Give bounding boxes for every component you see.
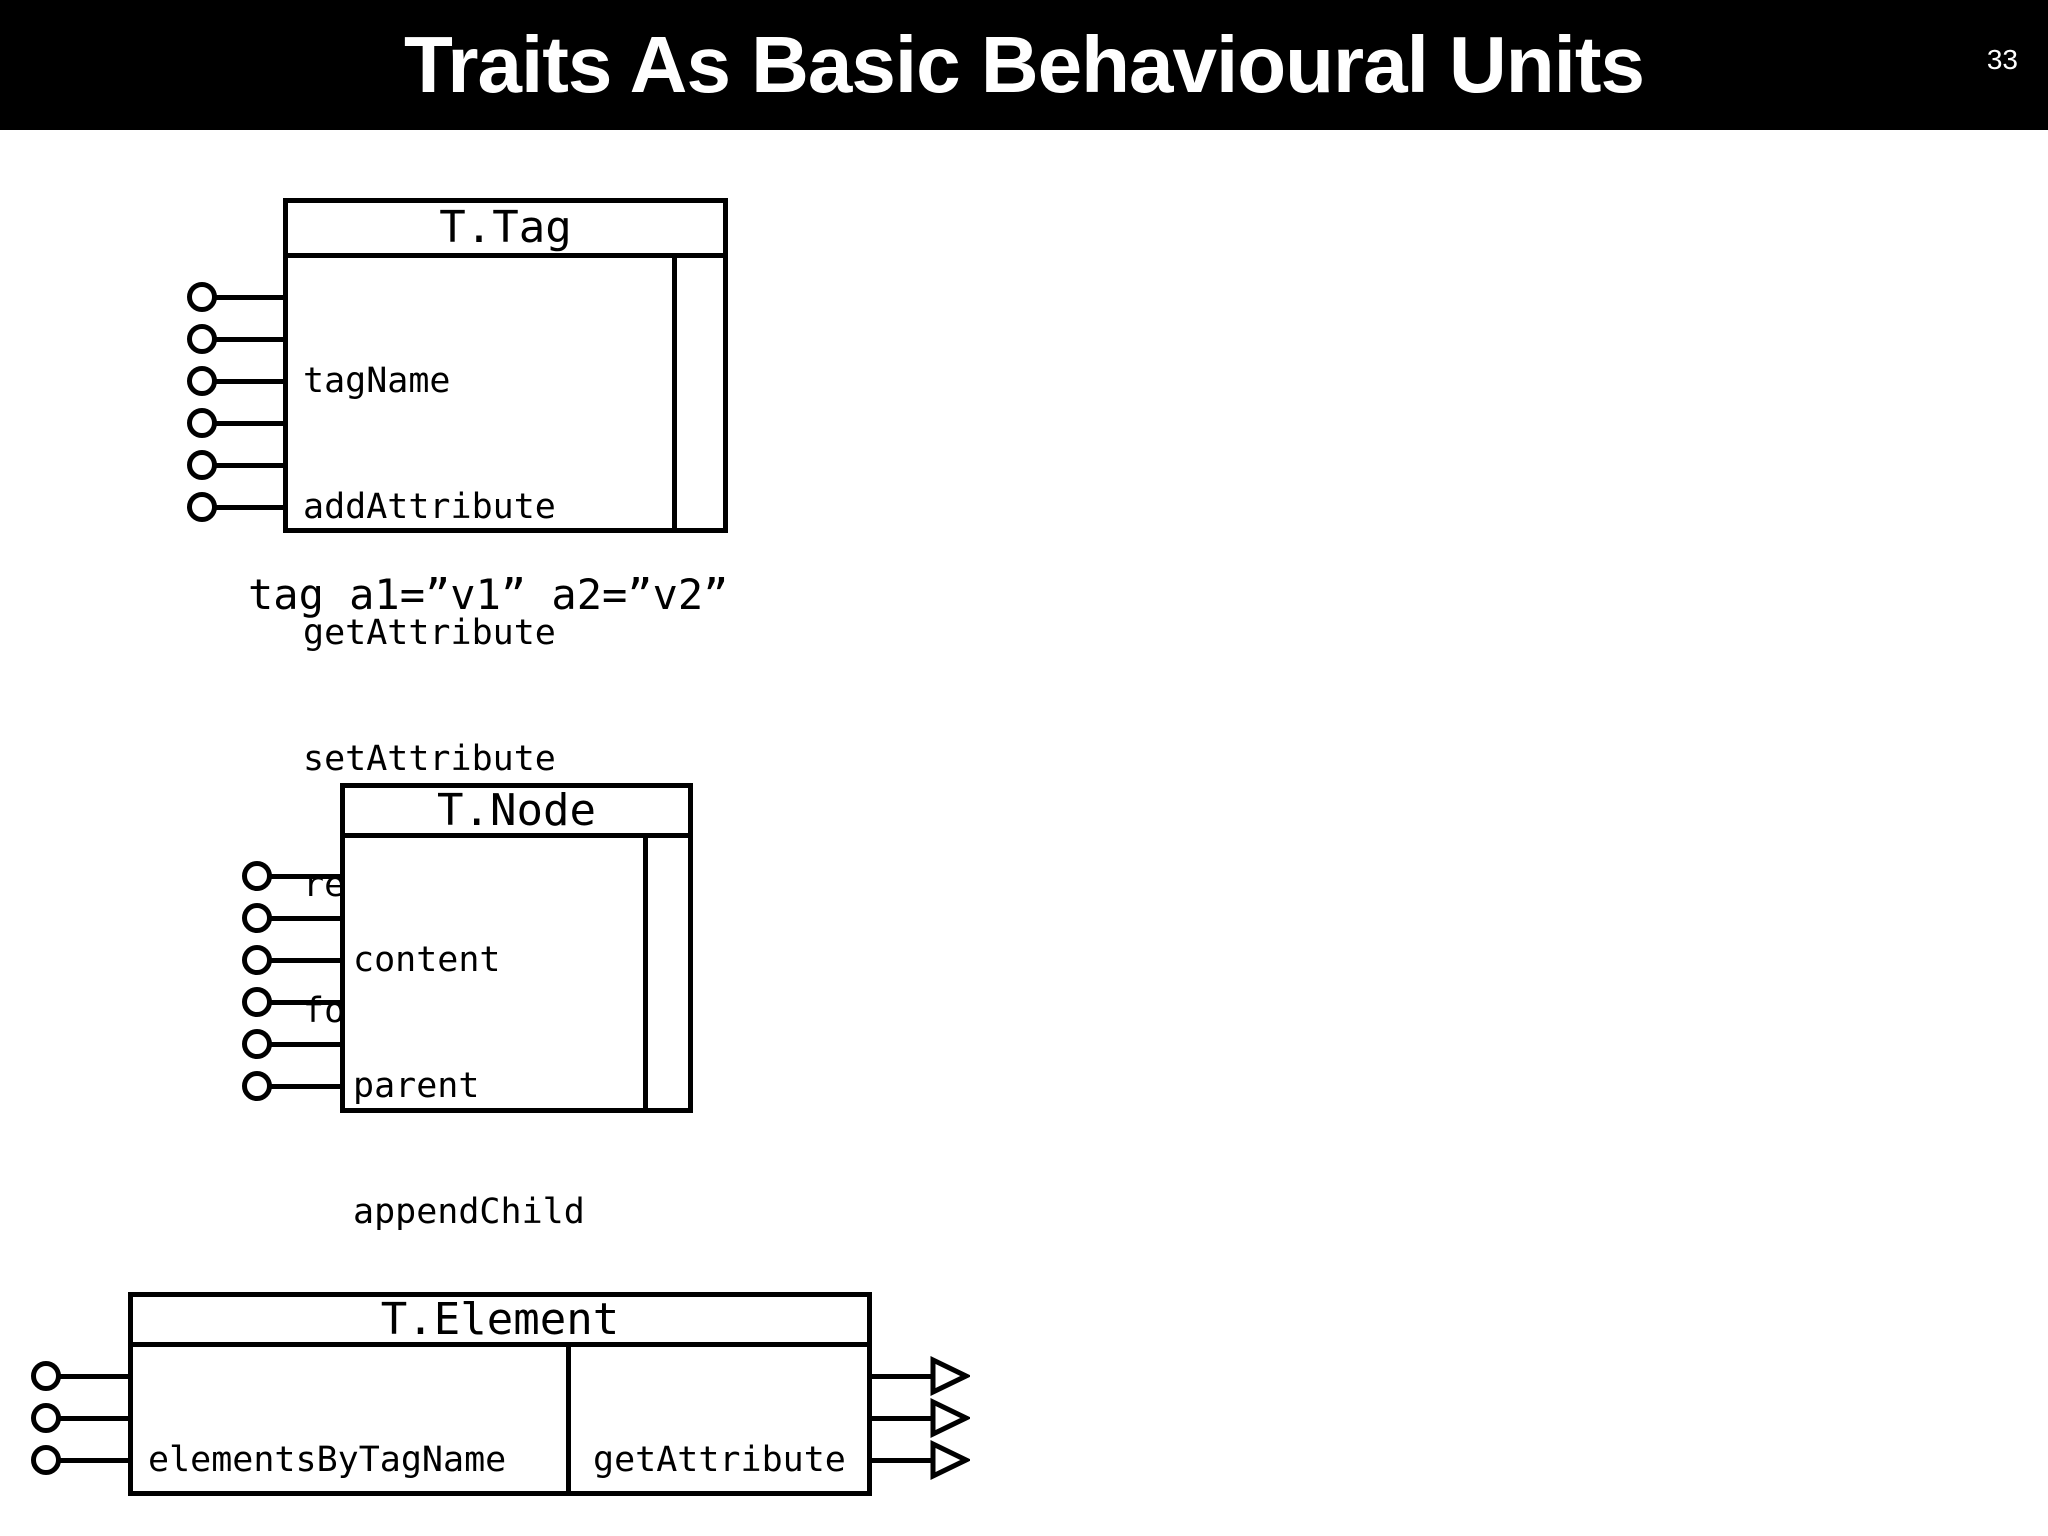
- socket-circle-icon: [187, 492, 217, 522]
- socket-circle-icon: [31, 1403, 61, 1433]
- socket-circle-icon: [242, 1071, 272, 1101]
- member-item: tagName: [303, 361, 451, 401]
- socket-circle-icon: [242, 861, 272, 891]
- member-item: getAttribute: [303, 613, 556, 653]
- socket-circle-icon: [187, 324, 217, 354]
- required-port-connector: [870, 1440, 970, 1480]
- socket-circle-icon: [242, 903, 272, 933]
- trait-title-t-tag: T.Tag: [288, 203, 723, 258]
- connector-line: [215, 378, 285, 384]
- connector-line: [270, 873, 342, 879]
- connector-line: [59, 1457, 130, 1463]
- required-column-divider: [672, 258, 723, 528]
- trait-box-t-tag: T.Tag tagName addAttribute getAttribute …: [283, 198, 728, 1031]
- provided-port-connector: [31, 1403, 130, 1433]
- trait-box-t-node: T.Node content parent appendChild replac…: [340, 783, 693, 1484]
- required-port-connector: [870, 1356, 970, 1396]
- member-item: content: [353, 940, 501, 980]
- connector-line: [215, 294, 285, 300]
- provided-port-connector: [242, 1029, 342, 1059]
- socket-circle-icon: [242, 945, 272, 975]
- trait-body-t-node: content parent appendChild replaceChild …: [345, 838, 688, 1484]
- provided-port-connector: [242, 861, 342, 891]
- connector-line: [59, 1415, 130, 1421]
- connector-line: [270, 915, 342, 921]
- connector-line: [215, 462, 285, 468]
- member-item: appendChild: [353, 1192, 585, 1232]
- connector-line: [270, 1083, 342, 1089]
- connector-line: [215, 420, 285, 426]
- trait-body-t-tag: tagName addAttribute getAttribute setAtt…: [288, 258, 723, 1031]
- socket-circle-icon: [242, 1029, 272, 1059]
- page-title: Traits As Basic Behavioural Units: [403, 20, 1645, 109]
- socket-circle-icon: [31, 1361, 61, 1391]
- connector-line: [270, 999, 342, 1005]
- member-list-t-node: content parent appendChild replaceChild …: [345, 838, 643, 1484]
- connector-line: [870, 1415, 932, 1421]
- provided-port-connector: [187, 324, 285, 354]
- required-member-list-t-element: getAttribute setAttribute walkChildren: [571, 1347, 867, 1491]
- arrow-right-icon: [930, 1398, 970, 1438]
- trait-body-t-element: elementsByTagName elementsByAttribute ge…: [133, 1347, 867, 1491]
- provided-port-connector: [242, 903, 342, 933]
- socket-circle-icon: [31, 1445, 61, 1475]
- provided-port-connector: [187, 366, 285, 396]
- slide-header: Traits As Basic Behavioural Units 33: [0, 0, 2048, 130]
- required-column-divider: [643, 838, 688, 1108]
- provided-port-connector: [187, 450, 285, 480]
- member-item: setAttribute: [303, 739, 556, 779]
- provided-port-connector: [31, 1361, 130, 1391]
- connector-line: [870, 1457, 932, 1463]
- trait-title-t-element: T.Element: [133, 1297, 867, 1347]
- socket-circle-icon: [242, 987, 272, 1017]
- socket-circle-icon: [187, 450, 217, 480]
- trait-title-t-node: T.Node: [345, 788, 688, 838]
- tag-example-caption: tag a1=”v1” a2=”v2”: [248, 570, 729, 619]
- provided-port-connector: [242, 945, 342, 975]
- trait-box-t-element: T.Element elementsByTagName elementsByAt…: [128, 1292, 872, 1496]
- connector-line: [270, 957, 342, 963]
- member-item: addAttribute: [303, 487, 556, 527]
- provided-member-list-t-element: elementsByTagName elementsByAttribute: [133, 1347, 571, 1491]
- member-item: elementsByTagName: [148, 1440, 507, 1480]
- connector-line: [215, 336, 285, 342]
- provided-port-connector: [242, 1071, 342, 1101]
- socket-circle-icon: [187, 282, 217, 312]
- page-number: 33: [1986, 44, 2018, 75]
- provided-port-connector: [187, 408, 285, 438]
- member-item: parent: [353, 1066, 480, 1106]
- connector-line: [59, 1373, 130, 1379]
- connector-line: [870, 1373, 932, 1379]
- provided-port-connector: [187, 282, 285, 312]
- socket-circle-icon: [187, 408, 217, 438]
- arrow-right-icon: [930, 1440, 970, 1480]
- required-port-connector: [870, 1398, 970, 1438]
- connector-line: [215, 504, 285, 510]
- connector-line: [270, 1041, 342, 1047]
- member-list-t-tag: tagName addAttribute getAttribute setAtt…: [288, 258, 672, 1031]
- provided-port-connector: [187, 492, 285, 522]
- provided-port-connector: [31, 1445, 130, 1475]
- arrow-right-icon: [930, 1356, 970, 1396]
- provided-port-connector: [242, 987, 342, 1017]
- member-item: getAttribute: [593, 1440, 846, 1480]
- socket-circle-icon: [187, 366, 217, 396]
